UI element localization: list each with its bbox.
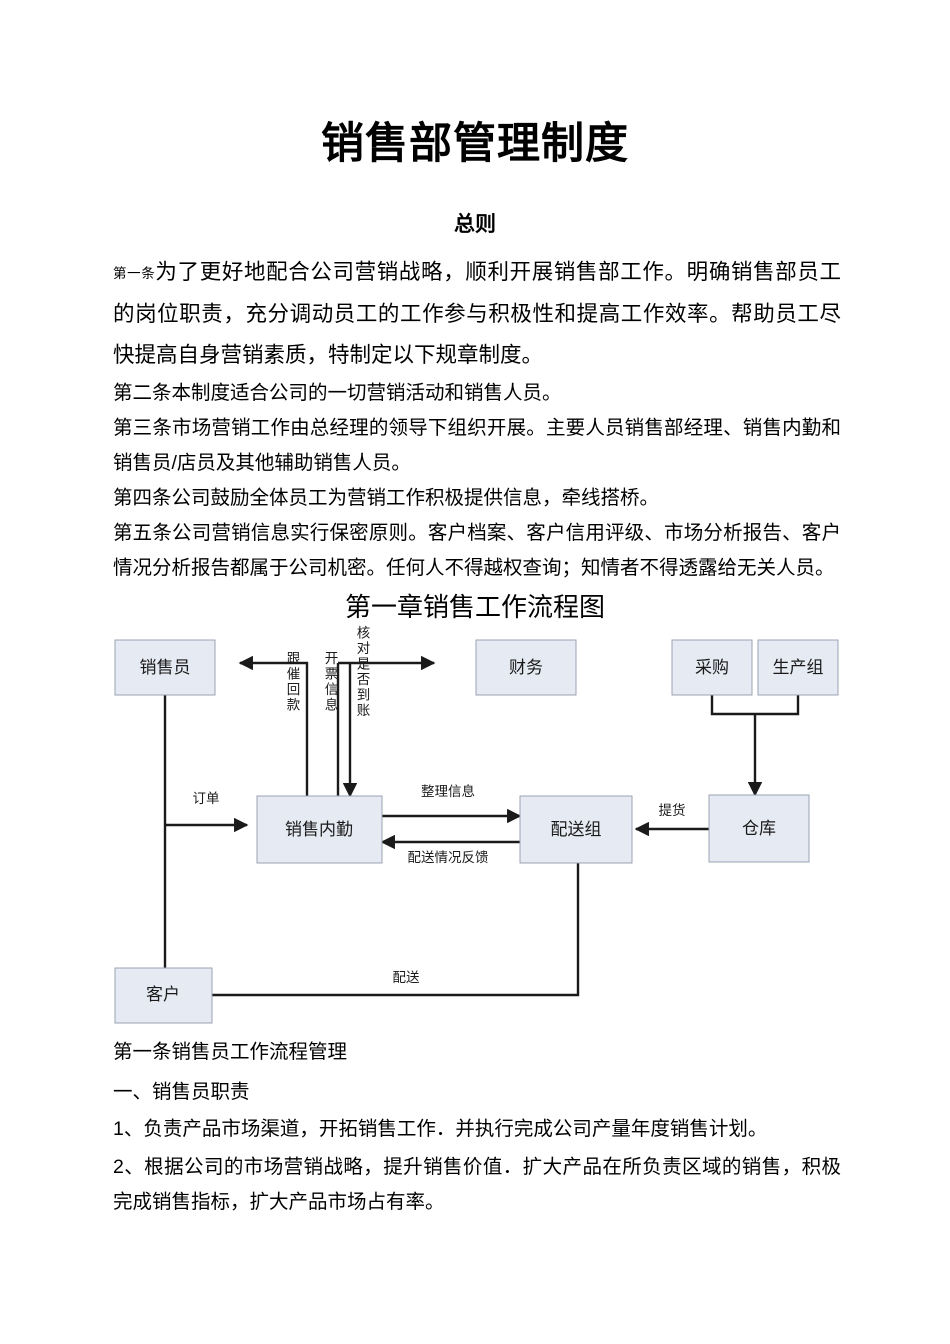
edge-label-check-received: 核对是否到账	[355, 625, 371, 718]
duty-heading-block: 一、销售员职责	[113, 1075, 841, 1110]
article-1-tag: 第一条	[113, 266, 156, 281]
article-1-block: 第一条为了更好地配合公司营销战略，顺利开展销售部工作。明确销售部员工的岗位职责，…	[113, 252, 841, 376]
node-purchasing-label: 采购	[695, 658, 729, 677]
edge-label-delivery-feedback: 配送情况反馈	[408, 850, 489, 865]
page-title: 销售部管理制度	[321, 120, 629, 168]
paragraph-article-2: 第二条本制度适合公司的一切营销活动和销售人员。	[113, 382, 562, 404]
paragraph-duty-heading: 一、销售员职责	[113, 1081, 250, 1103]
section-article-1-block: 第一条销售员工作流程管理	[113, 1035, 841, 1070]
duty-2-block: 2、根据公司的市场营销战略，提升销售价值．扩大产品在所负责区域的销售，积极完成销…	[113, 1150, 841, 1220]
node-inside-sales-label: 销售内勤	[285, 820, 353, 839]
paragraph-section-article-1: 第一条销售员工作流程管理	[113, 1041, 348, 1063]
node-customer-label: 客户	[146, 985, 180, 1004]
node-warehouse: 仓库	[708, 794, 810, 863]
sales-workflow-diagram: 销售员 财务 采购 生产组 销售内勤	[0, 620, 950, 1030]
paragraph-article-1: 第一条为了更好地配合公司营销战略，顺利开展销售部工作。明确销售部员工的岗位职责，…	[113, 252, 841, 376]
connector-supply-merge	[710, 695, 800, 716]
paragraph-duty-1: 1、负责产品市场渠道，开拓销售工作．并执行完成公司产量年度销售计划。	[113, 1118, 768, 1140]
paragraph-duty-2: 2、根据公司的市场营销战略，提升销售价值．扩大产品在所负责区域的销售，积极完成销…	[113, 1156, 841, 1213]
node-delivery-label: 配送组	[551, 820, 602, 839]
article-5-block: 第五条公司营销信息实行保密原则。客户档案、客户信用评级、市场分析报告、客户情况分…	[113, 516, 841, 586]
edge-label-order: 订单	[193, 791, 220, 806]
edge-label-chase-payment: 跟催回款	[285, 651, 301, 713]
node-delivery: 配送组	[519, 795, 633, 864]
paragraph-article-3: 第三条市场营销工作由总经理的领导下组织开展。主要人员销售部经理、销售内勤和销售员…	[113, 417, 841, 474]
article-2-block: 第二条本制度适合公司的一切营销活动和销售人员。	[113, 376, 841, 411]
node-salesperson: 销售员	[114, 639, 216, 696]
node-finance-label: 财务	[509, 658, 543, 677]
node-salesperson-label: 销售员	[140, 658, 191, 677]
paragraph-article-4: 第四条公司鼓励全体员工为营销工作积极提供信息，牵线搭桥。	[113, 487, 660, 509]
edge-label-organize-info: 整理信息	[421, 783, 475, 799]
article-3-block: 第三条市场营销工作由总经理的领导下组织开展。主要人员销售部经理、销售内勤和销售员…	[113, 411, 841, 481]
node-production-label: 生产组	[773, 658, 824, 677]
connector-deliver	[197, 863, 580, 1003]
edge-label-deliver: 配送	[393, 970, 420, 985]
node-customer: 客户	[114, 967, 213, 1024]
edge-label-invoice-info: 开票信息	[323, 651, 339, 713]
node-purchasing: 采购	[671, 639, 753, 696]
edge-label-pickup: 提货	[659, 802, 686, 818]
node-finance: 财务	[475, 639, 577, 696]
node-warehouse-label: 仓库	[742, 819, 776, 838]
node-production: 生产组	[757, 639, 839, 696]
article-1-text: 为了更好地配合公司营销战略，顺利开展销售部工作。明确销售部员工的岗位职责，充分调…	[113, 260, 842, 367]
paragraph-article-5: 第五条公司营销信息实行保密原则。客户档案、客户信用评级、市场分析报告、客户情况分…	[113, 522, 841, 579]
chapter-title: 第一章销售工作流程图	[344, 592, 605, 622]
article-4-block: 第四条公司鼓励全体员工为营销工作积极提供信息，牵线搭桥。	[113, 481, 841, 516]
section-subtitle: 总则	[454, 213, 496, 236]
node-inside-sales: 销售内勤	[256, 795, 383, 864]
duty-1-block: 1、负责产品市场渠道，开拓销售工作．并执行完成公司产量年度销售计划。	[113, 1112, 841, 1147]
connector-chase-payment	[238, 655, 309, 796]
